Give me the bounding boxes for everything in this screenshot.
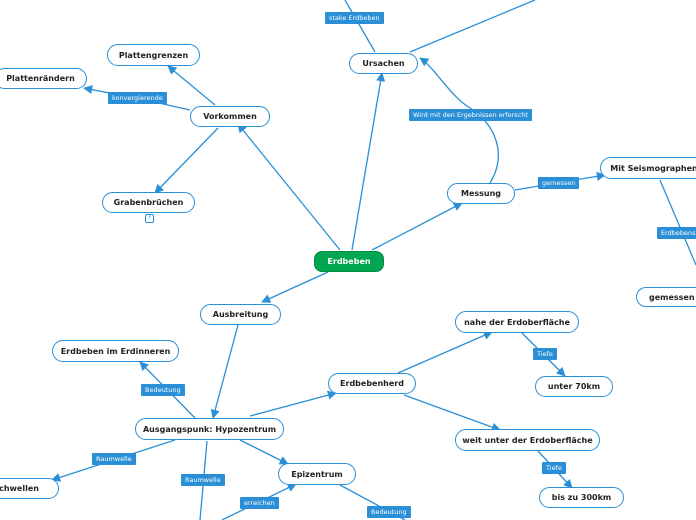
node-ursachen[interactable]: Ursachen [349, 53, 418, 74]
edge-herd-nahe [397, 331, 493, 374]
edge-label-stake-erdbeben: stake Erdbeben [325, 12, 384, 24]
edge-ursachen-offscreen [409, 0, 536, 53]
edge-root-ausbreitung [261, 271, 329, 303]
edge-label-erdbebenst: Erdbebenst [657, 227, 696, 239]
edge-root-ursachen [351, 72, 386, 251]
node-plattenraendern[interactable]: Plattenrändern [0, 68, 87, 89]
edge-vorkommen-grabenbruechen [154, 127, 219, 194]
edge-label-raumwelle-2: Raumwelle [181, 474, 225, 486]
node-ausbreitung[interactable]: Ausbreitung [200, 304, 281, 325]
node-schwellen[interactable]: -Schwellen [0, 478, 59, 499]
edge-seismographen-gemessen [659, 179, 696, 266]
edge-label-bedeutung-2: Bedeutung [367, 506, 411, 518]
node-gemessen[interactable]: gemessen u [636, 287, 696, 307]
edge-hypozentrum-epizentrum [239, 439, 289, 465]
edge-root-messung [371, 202, 463, 251]
edge-label-gemessen: gemessen [538, 177, 580, 189]
node-unter-70km[interactable]: unter 70km [535, 376, 613, 397]
node-erdbeben-im-erdinneren[interactable]: Erdbeben im Erdinneren [52, 340, 179, 362]
node-grabenbruechen[interactable]: Grabenbrüchen [102, 192, 195, 213]
node-bis-zu-300km[interactable]: bis zu 300km [539, 487, 624, 508]
edge-label-raumwelle-1: Raumwelle [92, 453, 136, 465]
edge-messung-ursachen [419, 57, 499, 184]
edge-label-ergebnissen: Wird mit den Ergebnissen erforscht [409, 109, 532, 121]
edge-herd-weit [403, 394, 501, 432]
node-vorkommen[interactable]: Vorkommen [190, 106, 270, 127]
node-epizentrum[interactable]: Epizentrum [278, 463, 356, 485]
node-plattengrenzen[interactable]: Plattengrenzen [107, 44, 200, 66]
node-messung[interactable]: Messung [447, 183, 515, 204]
node-erdbebenherd[interactable]: Erdbebenherd [328, 373, 416, 394]
expand-toggle-icon[interactable]: ↑ [145, 214, 154, 223]
edge-label-konvergierende: konvergierende [108, 92, 167, 104]
edge-ausbreitung-hypozentrum [210, 324, 239, 419]
node-nahe-der-erdoberflaeche[interactable]: nahe der Erdoberfläche [455, 311, 579, 333]
edge-hypozentrum-erdbebenherd [249, 390, 337, 417]
edge-vorkommen-plattengrenzen [167, 65, 216, 106]
edge-label-bedeutung-1: Bedeutung [141, 384, 185, 396]
edge-label-tiefe-1: Tiefe [533, 348, 557, 360]
node-mit-seismographen[interactable]: Mit Seismographen [600, 157, 696, 179]
node-weit-unter-der-erdoberflaeche[interactable]: weit unter der Erdoberfläche [455, 429, 600, 451]
edge-root-vorkommen [237, 123, 341, 251]
edge-label-erreichen: erreichen [240, 497, 279, 509]
edge-ursachen-stake [344, 0, 376, 53]
root-node-erdbeben[interactable]: Erdbeben [314, 251, 384, 272]
edge-label-tiefe-2: Tiefe [542, 462, 566, 474]
node-hypozentrum[interactable]: Ausgangspunk: Hypozentrum [135, 418, 284, 440]
